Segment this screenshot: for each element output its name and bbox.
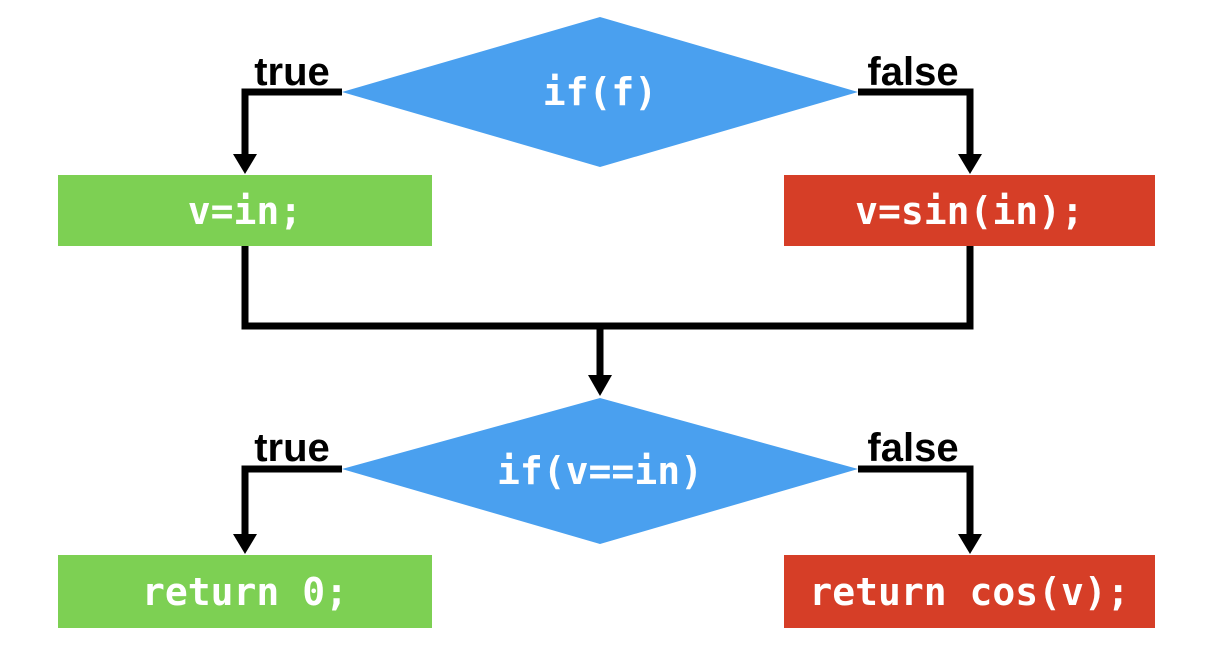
edge-line — [858, 88, 974, 156]
edge-decision2-false — [858, 465, 982, 554]
edge-line — [241, 88, 342, 156]
process-box-v-in: v=in; — [58, 175, 432, 246]
arrowhead-down-icon — [588, 375, 612, 396]
branch-label-false-1: false — [867, 50, 959, 94]
edge-merge-bar — [241, 246, 974, 330]
arrowhead-down-icon — [233, 154, 257, 174]
arrowhead-down-icon — [958, 534, 982, 554]
branch-label-false-2: false — [867, 426, 959, 470]
edge-line — [241, 465, 342, 536]
arrowhead-down-icon — [233, 534, 257, 554]
decision-node-if-v-eq-in — [342, 398, 858, 544]
edge-line — [858, 465, 974, 536]
edge-decision1-true — [233, 88, 342, 174]
process-box-v-sin-in-label: v=sin(in); — [855, 188, 1084, 233]
process-box-return-0: return 0; — [58, 555, 432, 628]
edge-to-decision2 — [588, 326, 612, 396]
edge-decision2-true — [233, 465, 342, 554]
decision-node-if-f — [342, 17, 858, 167]
process-box-v-in-label: v=in; — [187, 188, 303, 233]
branch-label-true-2: true — [254, 426, 330, 470]
edge-decision1-false — [858, 88, 982, 174]
branch-label-true-1: true — [254, 50, 330, 94]
arrowhead-down-icon — [958, 154, 982, 174]
process-box-v-sin-in: v=sin(in); — [784, 175, 1155, 246]
process-box-return-cos: return cos(v); — [784, 555, 1155, 628]
process-box-return-cos-label: return cos(v); — [809, 569, 1130, 614]
edge-line — [241, 246, 974, 330]
process-box-return-0-label: return 0; — [142, 569, 348, 614]
